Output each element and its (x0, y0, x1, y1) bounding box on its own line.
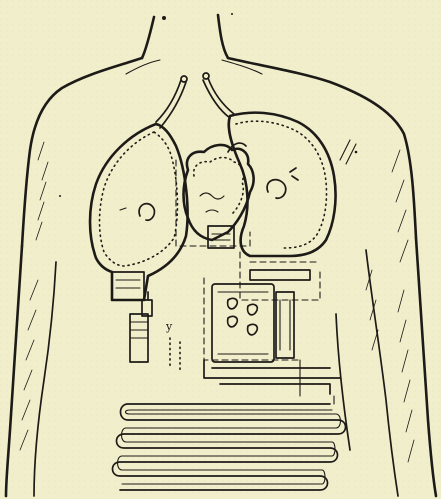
label-y: y (165, 320, 173, 333)
